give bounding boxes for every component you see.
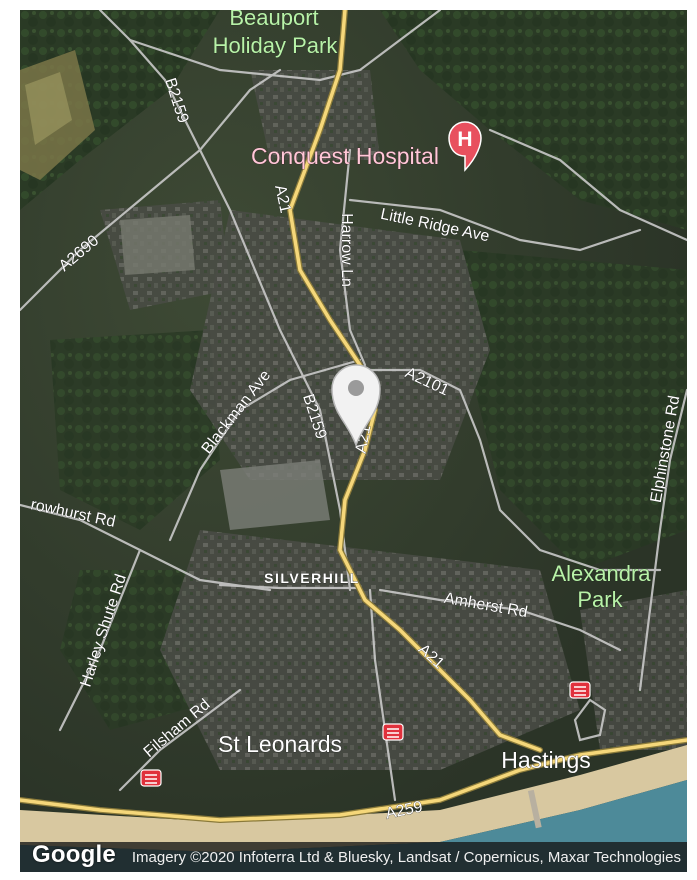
woodland (460, 250, 687, 570)
label-silverhill: SILVERHILL (264, 570, 360, 586)
road-filsham (118, 688, 242, 792)
industrial-area (120, 215, 195, 275)
road-st-leonards-north (368, 588, 397, 802)
road-harrow-ln (338, 148, 367, 367)
road-harley-shute (58, 548, 142, 732)
minor-roads (20, 10, 687, 802)
label-alexandra: Alexandra (551, 561, 651, 586)
satellite-map[interactable]: Beauport Holiday Park Alexandra Park Con… (20, 10, 687, 872)
road-silverhill-west (218, 583, 362, 590)
road-hastings-loop (573, 698, 607, 742)
road-elphinstone (638, 388, 687, 692)
label-a21-north: A21 (271, 183, 294, 214)
road-top (128, 10, 442, 82)
rail-station-icon[interactable] (382, 723, 404, 741)
imagery-attribution: Imagery ©2020 Infoterra Ltd & Bluesky, L… (131, 849, 681, 866)
road-little-ridge (348, 198, 642, 252)
road-a2101 (363, 368, 662, 572)
park-labels: Beauport Holiday Park Alexandra Park (212, 10, 651, 612)
attribution-bar: Google Imagery ©2020 Infoterra Ltd & Blu… (20, 841, 687, 872)
location-pin-icon[interactable] (331, 364, 381, 448)
beach (20, 745, 687, 852)
road-blackman-ave (168, 358, 362, 542)
major-roads (20, 10, 687, 823)
road-a21 (288, 10, 542, 752)
woodland (50, 330, 220, 530)
road-a2690 (20, 68, 282, 312)
industrial-area (220, 460, 330, 530)
rail-station-icon[interactable] (569, 681, 591, 699)
google-logo[interactable]: Google (32, 841, 116, 868)
pier (527, 789, 542, 829)
field (25, 72, 72, 145)
label-park: Park (577, 587, 623, 612)
road-east (488, 128, 687, 242)
urban-area (250, 70, 380, 160)
label-conquest-hospital: Conquest Hospital (251, 143, 439, 169)
road-b2159-north (98, 10, 352, 592)
rail-station-icon[interactable] (140, 769, 162, 787)
label-beauport: Beauport (229, 10, 318, 30)
label-harrow-ln: Harrow Ln (338, 213, 355, 287)
map-canvas[interactable]: Beauport Holiday Park Alexandra Park Con… (20, 10, 687, 872)
label-st-leonards: St Leonards (218, 731, 342, 757)
road-a259 (20, 738, 687, 822)
hospital-icon[interactable]: H (448, 121, 482, 172)
urban-area (580, 590, 687, 750)
woodland (380, 10, 687, 230)
road-amherst (378, 588, 622, 652)
label-hastings: Hastings (501, 747, 590, 773)
urban-area (190, 210, 490, 480)
label-holiday-park: Holiday Park (213, 33, 339, 58)
hospital-marker-letter: H (457, 128, 472, 151)
